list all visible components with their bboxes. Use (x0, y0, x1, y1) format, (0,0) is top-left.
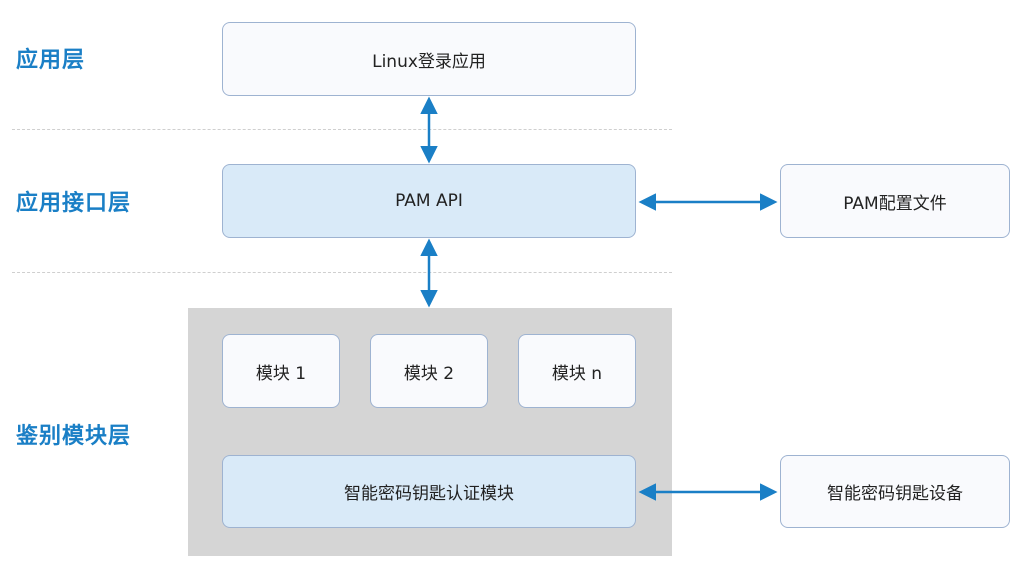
layer-label-app: 应用层 (16, 48, 86, 73)
module-n-box: 模块 n (518, 334, 636, 408)
smartkey-device-box: 智能密码钥匙设备 (780, 455, 1010, 528)
pam-config-file-box: PAM配置文件 (780, 164, 1010, 238)
layer-separator-2 (12, 272, 672, 273)
layer-label-api: 应用接口层 (16, 191, 132, 216)
pam-api-box: PAM API (222, 164, 636, 238)
smartkey-auth-module-box: 智能密码钥匙认证模块 (222, 455, 636, 528)
linux-login-app-box: Linux登录应用 (222, 22, 636, 96)
module-1-box: 模块 1 (222, 334, 340, 408)
layer-separator-1 (12, 129, 672, 130)
module-2-box: 模块 2 (370, 334, 488, 408)
layer-label-auth: 鉴别模块层 (16, 424, 132, 449)
